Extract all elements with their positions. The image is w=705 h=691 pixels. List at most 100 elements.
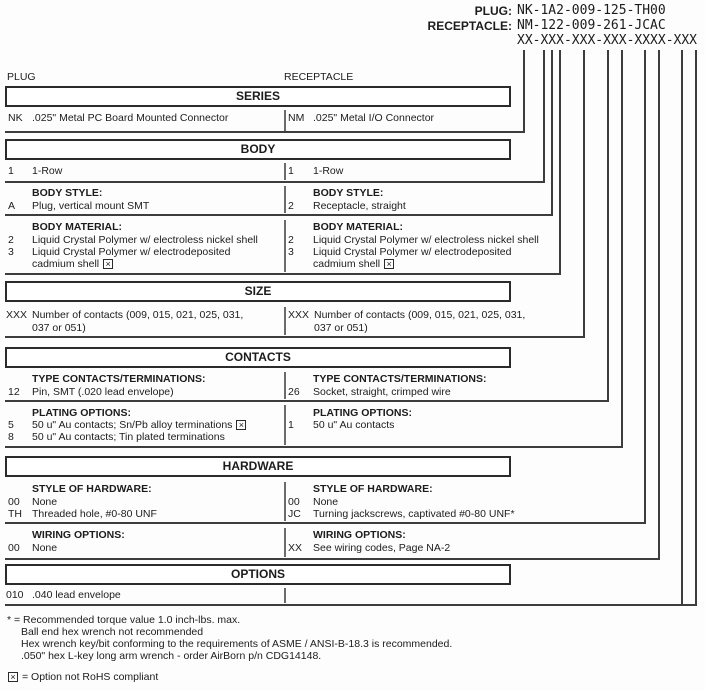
section-header-body: BODY — [5, 139, 511, 160]
connector-line-contacts-type — [607, 50, 609, 402]
hardware-style-plug-row1-desc: None — [32, 496, 58, 508]
series-plug-code: NK — [8, 112, 23, 124]
plating-plug-row1-text: 50 u" Au contacts; Sn/Pb alloy terminati… — [32, 419, 233, 431]
plating-heading-plug: PLATING OPTIONS: — [32, 407, 131, 419]
body-style-plug-code: A — [8, 200, 16, 212]
section-rule-options — [5, 604, 697, 606]
body-material-heading-plug: BODY MATERIAL: — [32, 221, 123, 233]
part-number-receptacle-label: RECEPTACLE: — [427, 19, 512, 33]
body-material-row2-plug-cont: cadmium shell — [32, 258, 117, 270]
wiring-receptacle-code: XX — [288, 542, 303, 554]
size-plug-desc1: Number of contacts (009, 015, 021, 025, … — [32, 309, 244, 321]
options-plug-desc: .040 lead envelope — [32, 589, 121, 601]
body-material-row2-plug-desc: Liquid Crystal Polymer w/ electrodeposit… — [32, 246, 231, 258]
body-material-row2-receptacle-desc: Liquid Crystal Polymer w/ electrodeposit… — [313, 246, 512, 258]
section-header-contacts: CONTACTS — [5, 347, 511, 368]
not-rohs-icon — [103, 259, 114, 269]
hardware-style-receptacle-row2-desc: Turning jackscrews, captivated #0-80 UNF… — [313, 508, 515, 520]
contacts-type-plug-desc: Pin, SMT (.020 lead envelope) — [32, 386, 174, 398]
footnote-rohs: = Option not RoHS compliant — [4, 671, 158, 683]
body-material-row1-plug-code: 2 — [8, 234, 14, 246]
body-material-row1-plug-desc: Liquid Crystal Polymer w/ electroless ni… — [32, 234, 258, 246]
not-rohs-icon — [236, 420, 247, 430]
plating-plug-row2-desc: 50 u" Au contacts; Tin plated terminatio… — [32, 431, 225, 443]
part-number-plug-value: NK-1A2-009-125-TH00 — [517, 3, 666, 18]
connector-line-body-material — [559, 50, 561, 275]
section-rule-plating — [5, 446, 623, 448]
footnote-rohs-text: = Option not RoHS compliant — [22, 671, 159, 683]
connector-line-hardware-wiring — [658, 50, 660, 560]
contacts-type-heading-plug: TYPE CONTACTS/TERMINATIONS: — [32, 373, 206, 385]
connector-line-contacts-plating — [621, 50, 623, 448]
size-receptacle-desc1: Number of contacts (009, 015, 021, 025, … — [314, 309, 526, 321]
section-rule-wiring — [5, 558, 660, 560]
column-label-plug: PLUG — [7, 71, 36, 83]
contacts-type-receptacle-desc: Socket, straight, crimped wire — [313, 386, 451, 398]
wiring-heading-receptacle: WIRING OPTIONS: — [313, 529, 406, 541]
body-style-heading-receptacle: BODY STYLE: — [313, 187, 384, 199]
plating-heading-receptacle: PLATING OPTIONS: — [313, 407, 412, 419]
connector-line-options-a — [681, 50, 683, 606]
wiring-receptacle-desc: See wiring codes, Page NA-2 — [313, 542, 451, 554]
footnote-torque: * = Recommended torque value 1.0 inch-lb… — [7, 614, 241, 626]
section-rule-body-material — [5, 273, 561, 275]
column-divider-size — [284, 307, 286, 335]
column-divider-contacts-type — [284, 372, 286, 399]
contacts-type-receptacle-code: 26 — [288, 386, 300, 398]
plating-plug-row2-code: 8 — [8, 431, 14, 443]
body-material-row1-receptacle-desc: Liquid Crystal Polymer w/ electroless ni… — [313, 234, 539, 246]
size-plug-desc2: 037 or 051) — [32, 322, 86, 334]
body-style-receptacle-code: 2 — [288, 200, 294, 212]
section-header-series: SERIES — [5, 86, 511, 107]
connector-line-body-style — [551, 50, 553, 216]
contacts-type-heading-receptacle: TYPE CONTACTS/TERMINATIONS: — [313, 373, 487, 385]
section-rule-series — [5, 131, 525, 133]
part-number-receptacle-value: NM-122-009-261-JCAC — [517, 18, 666, 33]
connector-line-options-b — [695, 50, 697, 606]
connector-line-hardware-style — [644, 50, 646, 524]
body-row-plug-desc: 1-Row — [32, 165, 63, 177]
body-style-receptacle-desc: Receptacle, straight — [313, 200, 406, 212]
connector-line-size — [583, 50, 585, 338]
body-row-plug-code: 1 — [8, 165, 14, 177]
column-divider-body-style — [284, 186, 286, 213]
hardware-style-receptacle-row1-desc: None — [313, 496, 339, 508]
options-plug-code: 010 — [6, 589, 24, 601]
size-receptacle-desc2: 037 or 051) — [314, 322, 368, 334]
column-divider-wiring — [284, 528, 286, 557]
section-header-options: OPTIONS — [5, 564, 511, 585]
column-divider-body-material — [284, 220, 286, 272]
footnote-ball-end: Ball end hex wrench not recommended — [21, 626, 204, 638]
body-material-cont-text: cadmium shell — [313, 258, 381, 270]
connector-line-body-row — [543, 50, 545, 183]
column-divider-options — [284, 588, 286, 603]
section-rule-hardware-style — [5, 522, 646, 524]
hardware-style-receptacle-row1-code: 00 — [288, 496, 300, 508]
plating-receptacle-row1-desc: 50 u" Au contacts — [313, 419, 395, 431]
column-label-receptacle: RECEPTACLE — [284, 71, 354, 83]
section-rule-size — [5, 336, 585, 338]
hardware-style-receptacle-row2-code: JC — [288, 508, 301, 520]
body-row-receptacle-desc: 1-Row — [313, 165, 344, 177]
part-number-mask: XX-XXX-XXX-XXX-XXXX-XXX — [517, 33, 698, 48]
body-style-plug-desc: Plug, vertical mount SMT — [32, 200, 150, 212]
body-material-row2-receptacle-cont: cadmium shell — [313, 258, 398, 270]
plating-plug-row1-desc: 50 u" Au contacts; Sn/Pb alloy terminati… — [32, 419, 250, 431]
plating-receptacle-row1-code: 1 — [288, 419, 294, 431]
body-material-row2-receptacle-code: 3 — [288, 246, 294, 258]
size-plug-code: XXX — [6, 309, 28, 321]
column-divider-body-row — [284, 163, 286, 180]
section-rule-body-style — [5, 214, 553, 216]
hardware-style-heading-plug: STYLE OF HARDWARE: — [32, 483, 152, 495]
hardware-style-plug-row1-code: 00 — [8, 496, 20, 508]
series-receptacle-desc: .025" Metal I/O Connector — [313, 112, 435, 124]
hardware-style-plug-row2-desc: Threaded hole, #0-80 UNF — [32, 508, 157, 520]
body-material-heading-receptacle: BODY MATERIAL: — [313, 221, 404, 233]
body-material-row2-plug-code: 3 — [8, 246, 14, 258]
wiring-heading-plug: WIRING OPTIONS: — [32, 529, 125, 541]
section-header-hardware: HARDWARE — [5, 456, 511, 477]
series-receptacle-code: NM — [288, 112, 305, 124]
body-material-row1-receptacle-code: 2 — [288, 234, 294, 246]
connector-line-series — [523, 50, 525, 133]
